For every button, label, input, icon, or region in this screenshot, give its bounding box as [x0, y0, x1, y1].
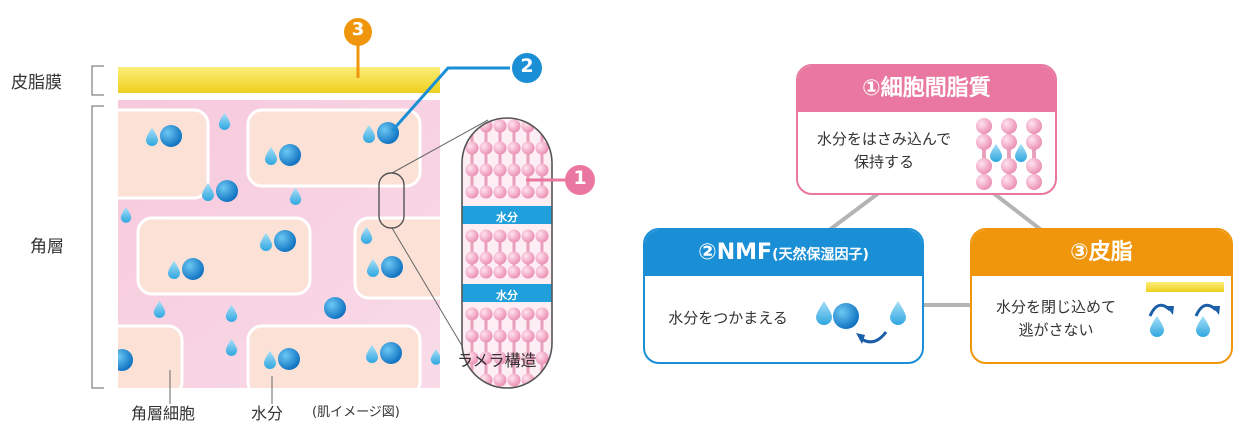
lipid-water-icon: [976, 118, 1042, 190]
cell-6: [246, 324, 422, 388]
marker-2: [512, 53, 542, 83]
sebum-box: ③皮脂 水分を閉じ込めて 逃がさない: [970, 228, 1233, 364]
sebum-film-label: 皮脂膜: [11, 73, 62, 93]
marker-1: [565, 165, 595, 195]
bracket-lines: [91, 65, 104, 389]
sebum-desc-1: 水分を閉じ込めて: [995, 298, 1116, 316]
water-label: 水分: [251, 404, 284, 423]
lamellar-water-label-1: 水分: [496, 211, 518, 224]
intercellular-lipid-box: ①細胞間脂質 水分をはさみ込んで 保持する: [796, 64, 1057, 195]
cell-5: [118, 324, 184, 388]
lamellar-label: ラメラ構造: [457, 351, 537, 370]
intercellular-lipid-desc-1: 水分をはさみ込んで: [816, 130, 952, 148]
marker-3-label: 3: [351, 19, 365, 40]
skin-image-label: (肌イメージ図): [312, 405, 400, 420]
marker-2-label: 2: [520, 55, 534, 77]
nmf-box: ②NMF(天然保湿因子) 水分をつかまえる: [643, 228, 924, 364]
nmf-capture-icon: [816, 301, 906, 344]
marker-1-label: 1: [573, 167, 587, 189]
sebum-seal-icon: [1146, 282, 1224, 337]
zoom-frame: [378, 172, 405, 229]
intercellular-lipid-desc-2: 保持する: [853, 153, 914, 171]
marker-3: [344, 18, 372, 46]
lamellar-water-label-2: 水分: [496, 289, 518, 302]
sebum-desc-2: 逃がさない: [1018, 321, 1094, 339]
cell-1: [118, 108, 210, 200]
sebum-title: ③皮脂: [972, 230, 1231, 276]
stratum-corneum-label: 角層: [30, 237, 64, 257]
nmf-subtitle: (天然保湿因子): [772, 247, 869, 263]
nmf-title: ②NMF: [698, 240, 773, 265]
cell-2: [246, 108, 422, 188]
nmf-desc: 水分をつかまえる: [668, 309, 788, 327]
intercellular-lipid-title: ①細胞間脂質: [798, 66, 1055, 112]
sebum-film-layer: [118, 67, 440, 93]
lamellar-structure: [462, 118, 552, 388]
keratinocyte-label: 角層細胞: [131, 404, 196, 423]
